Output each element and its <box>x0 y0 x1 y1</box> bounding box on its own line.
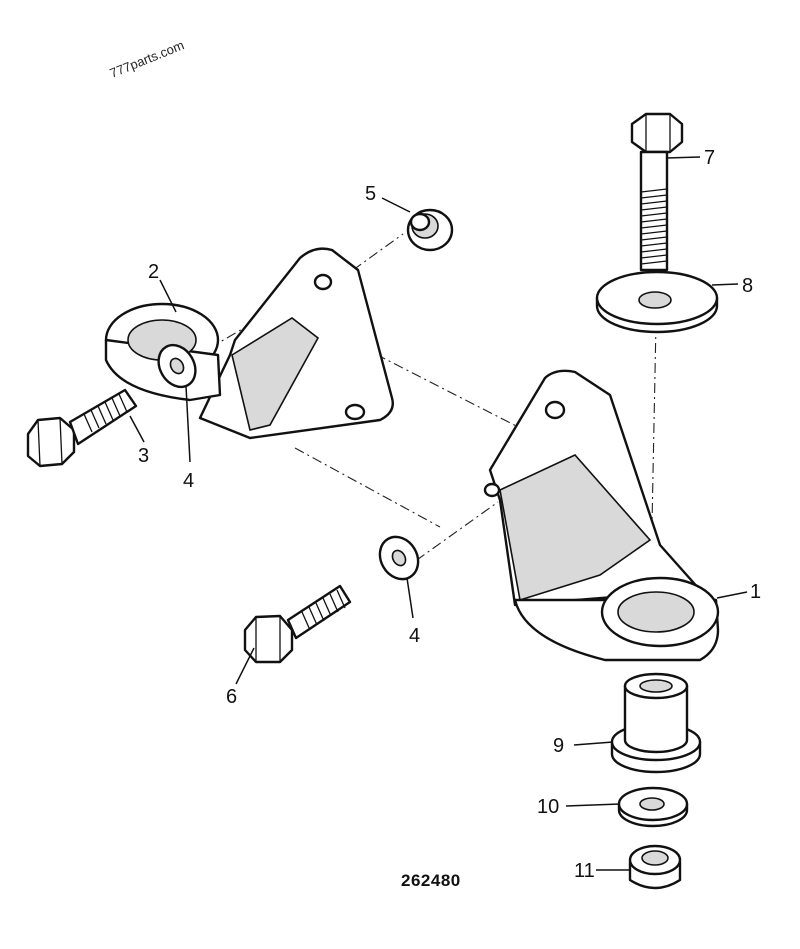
callout-1: 1 <box>750 581 761 603</box>
nut-bottom <box>628 844 682 890</box>
large-washer <box>595 270 719 334</box>
long-bolt <box>630 112 684 272</box>
callout-11: 11 <box>574 860 595 882</box>
small-washer-upper <box>157 343 197 389</box>
bolt-lower <box>243 584 352 664</box>
callout-3: 3 <box>138 445 149 467</box>
bush <box>610 672 702 774</box>
callout-5: 5 <box>365 183 376 205</box>
washer-bottom <box>617 786 689 828</box>
callout-4-lower: 4 <box>409 625 420 647</box>
nut-top <box>406 208 454 252</box>
callout-9: 9 <box>553 735 564 757</box>
leader-lines <box>129 156 748 871</box>
callout-2: 2 <box>148 261 159 283</box>
watermark-top: 777parts.com <box>108 37 187 80</box>
callout-10: 10 <box>537 796 559 818</box>
callout-8: 8 <box>742 275 753 297</box>
small-washer-lower <box>378 535 420 581</box>
bracket-right <box>483 369 720 662</box>
callout-4-upper: 4 <box>183 470 194 492</box>
callout-7: 7 <box>704 147 715 169</box>
callout-6: 6 <box>226 686 237 708</box>
drawing-number: 262480 <box>401 871 461 890</box>
bolt-left <box>26 388 138 468</box>
